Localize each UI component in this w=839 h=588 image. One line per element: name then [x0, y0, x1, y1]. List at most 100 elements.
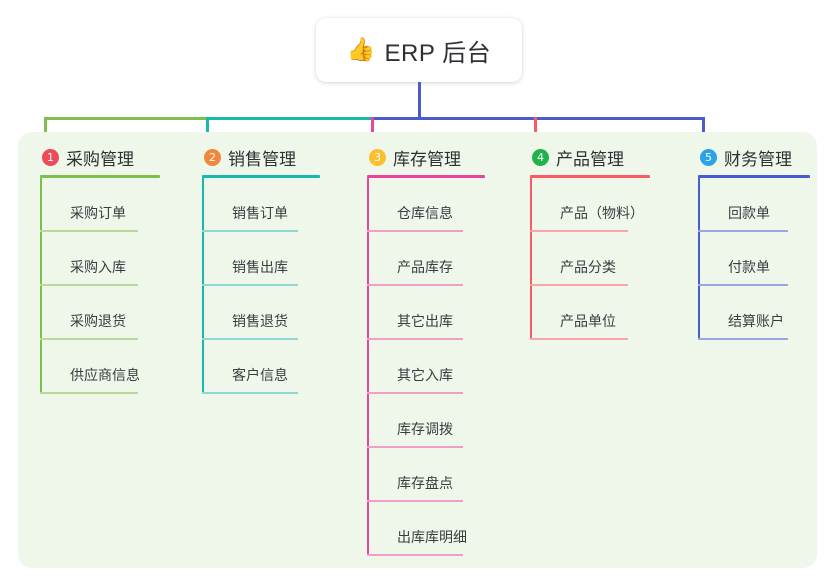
branch-number-badge: 1: [42, 148, 59, 166]
branch-item-underline: [202, 392, 298, 394]
branch-header[interactable]: 5 财务管理: [698, 142, 810, 172]
branch-items: 采购订单采购入库采购退货供应商信息: [40, 178, 160, 394]
branch-item-label: 产品单位: [560, 313, 616, 329]
branch-spine: [367, 178, 369, 556]
branch-item[interactable]: 产品（物料）: [530, 178, 650, 232]
branch-header[interactable]: 4 产品管理: [530, 142, 650, 172]
branch-item[interactable]: 库存调拨: [367, 394, 485, 448]
branch-item-underline: [698, 230, 788, 232]
branch-column-销售管理[interactable]: 2 销售管理销售订单销售出库销售退货客户信息: [202, 142, 320, 394]
branch-item[interactable]: 仓库信息: [367, 178, 485, 232]
branch-title: 财务管理: [724, 149, 792, 169]
branch-item[interactable]: 客户信息: [202, 340, 320, 394]
branch-item-underline: [202, 338, 298, 340]
branch-number-badge: 3: [369, 148, 386, 166]
branch-column-采购管理[interactable]: 1 采购管理采购订单采购入库采购退货供应商信息: [40, 142, 160, 394]
branch-title: 产品管理: [556, 149, 624, 169]
root-trunk-connector: [418, 82, 421, 120]
branch-items: 产品（物料） 产品分类产品单位: [530, 178, 650, 340]
branch-item-label: 库存盘点: [397, 475, 453, 491]
branch-header[interactable]: 1 采购管理: [40, 142, 160, 172]
branch-item-underline: [40, 284, 138, 286]
branch-item-underline: [202, 284, 298, 286]
branch-number-badge: 2: [204, 148, 221, 166]
branch-item-underline: [40, 392, 138, 394]
branch-item-label: 付款单: [728, 259, 770, 275]
branch-item[interactable]: 采购退货: [40, 286, 160, 340]
branch-underline: [202, 175, 320, 178]
bus-segment-1: [44, 117, 206, 120]
branch-item[interactable]: 其它出库: [367, 286, 485, 340]
branch-item[interactable]: 库存盘点: [367, 448, 485, 502]
branch-item-underline: [367, 554, 463, 556]
branch-item-label: 仓库信息: [397, 205, 453, 221]
branch-item-underline: [698, 284, 788, 286]
branch-item-label: 回款单: [728, 205, 770, 221]
branch-underline: [530, 175, 650, 178]
root-node-label: ERP 后台: [384, 39, 492, 67]
branch-column-库存管理[interactable]: 3 库存管理仓库信息产品库存其它出库其它入库库存调拨库存盘点出库库明细: [367, 142, 485, 556]
branch-item[interactable]: 产品分类: [530, 232, 650, 286]
branch-header[interactable]: 2 销售管理: [202, 142, 320, 172]
branch-item-label: 采购订单: [70, 205, 126, 221]
branch-item[interactable]: 销售退货: [202, 286, 320, 340]
branch-drop-connector-财务管理: [702, 117, 705, 146]
branch-item-label: 客户信息: [232, 367, 288, 383]
branch-item-underline: [367, 338, 463, 340]
branch-drop-connector-产品管理: [534, 117, 537, 146]
branch-item-underline: [40, 230, 138, 232]
branch-title: 销售管理: [228, 149, 296, 169]
branch-item-label: 采购退货: [70, 313, 126, 329]
branch-column-财务管理[interactable]: 5 财务管理回款单付款单结算账户: [698, 142, 810, 340]
branch-title: 库存管理: [393, 149, 461, 169]
branch-item-underline: [367, 446, 463, 448]
branch-item[interactable]: 销售出库: [202, 232, 320, 286]
branch-item-label: 结算账户: [728, 313, 784, 329]
root-node[interactable]: 👍 ERP 后台: [316, 18, 522, 82]
branch-item[interactable]: 付款单: [698, 232, 810, 286]
branch-items: 销售订单销售出库销售退货客户信息: [202, 178, 320, 394]
branch-item-underline: [367, 392, 463, 394]
branch-item-label: 产品（物料）: [560, 205, 644, 221]
branch-item-label: 销售退货: [232, 313, 288, 329]
branch-item[interactable]: 销售订单: [202, 178, 320, 232]
branch-title: 采购管理: [66, 149, 134, 169]
branch-item-label: 库存调拨: [397, 421, 453, 437]
branch-item[interactable]: 出库库明细: [367, 502, 485, 556]
branch-item[interactable]: 产品库存: [367, 232, 485, 286]
branch-item-underline: [367, 500, 463, 502]
branch-spine: [530, 178, 532, 340]
branch-number-badge: 4: [532, 148, 549, 166]
branch-column-产品管理[interactable]: 4 产品管理产品（物料） 产品分类产品单位: [530, 142, 650, 340]
branch-item[interactable]: 产品单位: [530, 286, 650, 340]
branch-number-badge: 5: [700, 148, 717, 166]
branch-panel: 1 采购管理采购订单采购入库采购退货供应商信息 2 销售管理销售订单销售出库销售退货客…: [18, 132, 817, 568]
branch-drop-connector-库存管理: [371, 117, 374, 146]
branch-spine: [202, 178, 204, 394]
branch-item[interactable]: 采购入库: [40, 232, 160, 286]
branch-items: 回款单付款单结算账户: [698, 178, 810, 340]
branch-item[interactable]: 结算账户: [698, 286, 810, 340]
branch-spine: [40, 178, 42, 394]
branch-item[interactable]: 采购订单: [40, 178, 160, 232]
branch-item[interactable]: 其它入库: [367, 340, 485, 394]
branch-item-underline: [530, 230, 628, 232]
branch-item-label: 销售出库: [232, 259, 288, 275]
branch-item-label: 产品库存: [397, 259, 453, 275]
branch-item-label: 采购入库: [70, 259, 126, 275]
branch-item-label: 出库库明细: [397, 529, 467, 545]
branch-item-label: 销售订单: [232, 205, 288, 221]
branch-header[interactable]: 3 库存管理: [367, 142, 485, 172]
branch-item-label: 供应商信息: [70, 367, 140, 383]
branch-underline: [698, 175, 810, 178]
branch-item[interactable]: 供应商信息: [40, 340, 160, 394]
branch-item[interactable]: 回款单: [698, 178, 810, 232]
branch-drop-connector-采购管理: [44, 117, 47, 146]
branch-underline: [367, 175, 485, 178]
branch-item-label: 其它入库: [397, 367, 453, 383]
branch-spine: [698, 178, 700, 340]
branch-items: 仓库信息产品库存其它出库其它入库库存调拨库存盘点出库库明细: [367, 178, 485, 556]
branch-item-underline: [530, 284, 628, 286]
branch-item-underline: [530, 338, 628, 340]
